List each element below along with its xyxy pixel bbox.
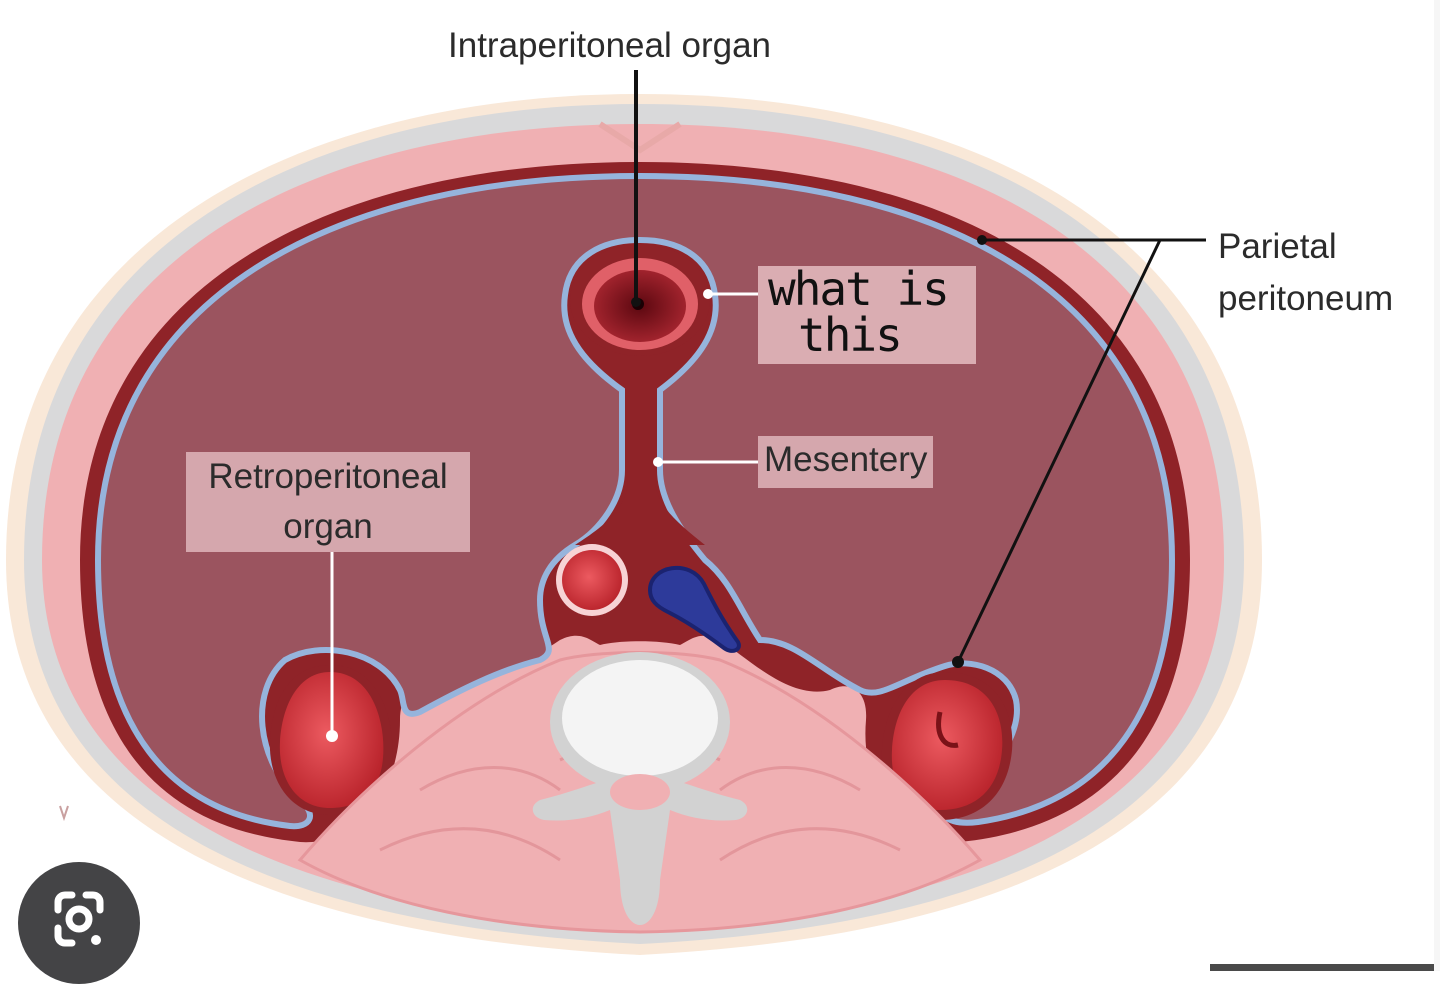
label-parietal-line2: peritoneum <box>1218 279 1394 318</box>
label-mesentery: Mesentery <box>758 436 934 488</box>
handwritten-annotation: what is this <box>758 266 976 364</box>
leader-parietal-dot-1 <box>977 235 987 245</box>
label-intraperitoneal-organ: Intraperitoneal organ <box>448 26 771 65</box>
bottom-edge-bar <box>1210 964 1440 971</box>
leader-intraperitoneal-dot <box>631 297 641 307</box>
linea-alba <box>598 121 682 154</box>
leader-whatis-dot <box>703 289 713 299</box>
leader-retro-dot <box>326 730 338 742</box>
label-retro-line2: organ <box>283 507 373 546</box>
handwritten-line1: what is <box>768 262 950 316</box>
mesentery-stalk <box>575 380 705 545</box>
aorta <box>556 544 628 616</box>
leader-parietal-dot-2 <box>952 656 964 668</box>
right-edge-strip <box>1434 0 1440 971</box>
leader-parietal-diagonal <box>956 239 1162 663</box>
label-retro-line1: Retroperitoneal <box>208 457 448 496</box>
back-muscle-lines <box>379 743 901 862</box>
vertebra <box>532 652 748 925</box>
small-mark <box>59 805 69 822</box>
google-lens-button[interactable] <box>18 862 140 984</box>
label-parietal-peritoneum: Parietal peritoneum <box>1218 221 1393 325</box>
leader-mesentery-dot <box>653 457 663 467</box>
vena-cava <box>647 565 741 653</box>
google-lens-icon <box>54 891 104 947</box>
handwritten-line2: this <box>798 308 903 362</box>
label-retroperitoneal-organ: Retroperitoneal organ <box>186 452 470 552</box>
retroperitoneal-organ-right <box>881 672 1013 820</box>
label-parietal-line1: Parietal <box>1218 227 1337 266</box>
